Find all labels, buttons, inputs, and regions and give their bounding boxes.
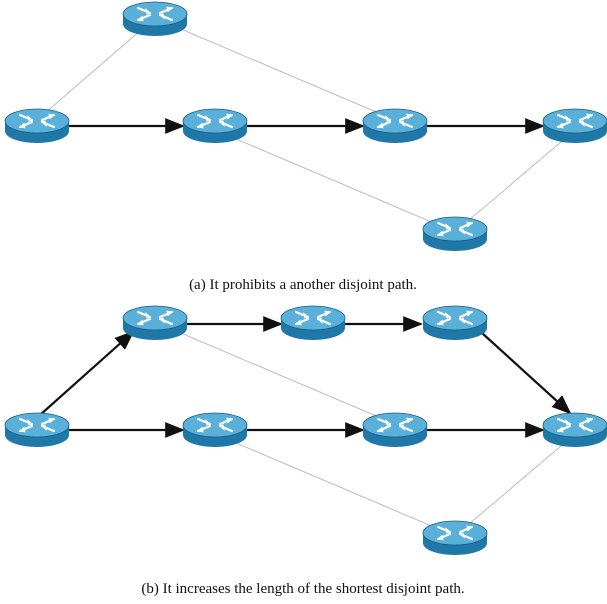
router-icon <box>361 107 429 145</box>
router-icon <box>3 411 71 449</box>
router-icon <box>361 411 429 449</box>
router-icon <box>181 107 249 145</box>
router-icon <box>121 304 189 342</box>
router-icon <box>3 107 71 145</box>
figure-a: (a) It prohibits a another disjoint path… <box>3 0 607 293</box>
link-thin <box>154 17 396 121</box>
link-thin <box>214 433 456 537</box>
figure-b-caption: (b) It increases the length of the short… <box>141 581 464 597</box>
router-icon <box>421 519 489 557</box>
link-thin <box>154 321 396 425</box>
router-icon <box>121 0 189 38</box>
figure-b: (b) It increases the length of the short… <box>3 304 607 597</box>
link-path-arrow <box>39 330 135 416</box>
router-icon <box>181 411 249 449</box>
router-icon <box>421 304 489 342</box>
figure-a-caption: (a) It prohibits a another disjoint path… <box>189 277 417 293</box>
router-icon <box>541 411 607 449</box>
router-icon <box>541 107 607 145</box>
link-path-arrow <box>481 332 572 415</box>
link-thin <box>36 17 156 121</box>
link-thin <box>214 129 456 233</box>
link-thin <box>454 129 576 233</box>
link-thin <box>454 433 576 537</box>
router-icon <box>421 215 489 253</box>
router-icon <box>279 304 347 342</box>
